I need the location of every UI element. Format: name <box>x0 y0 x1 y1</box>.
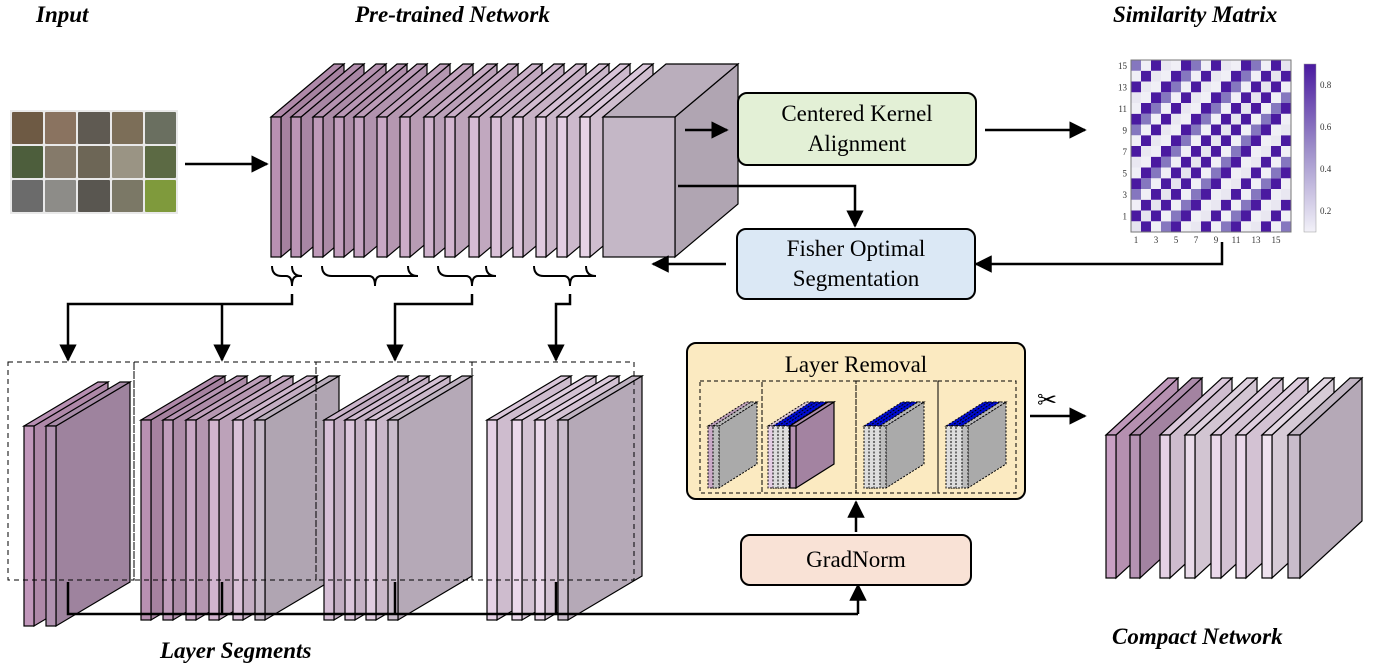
segment-brace <box>437 265 497 287</box>
cka-label-line2: Alignment <box>807 131 907 156</box>
heatmap-colorbar <box>1303 63 1317 233</box>
segment-layer <box>385 374 475 622</box>
compact-network-layers <box>1104 376 1364 580</box>
heatmap-y-tick: 1 <box>1123 212 1128 222</box>
heatmap-x-tick: 11 <box>1232 235 1241 245</box>
heatmap-x-tick: 7 <box>1194 235 1199 245</box>
heatmap-cells <box>1131 60 1291 232</box>
heatmap-x-tick: 9 <box>1214 235 1219 245</box>
pretrained-layer <box>601 62 740 259</box>
title-layer-segments: Layer Segments <box>160 638 312 663</box>
title-similarity-matrix: Similarity Matrix <box>1113 2 1278 27</box>
heatmap-x-tick: 5 <box>1174 235 1179 245</box>
cka-label-line1: Centered Kernel <box>781 101 933 126</box>
segment-layer <box>555 374 645 622</box>
segment-boxes <box>7 361 635 581</box>
arrow-network-to-fisher <box>678 184 864 228</box>
heatmap-y-tick: 9 <box>1123 126 1128 136</box>
arrow-brace4-to-seg4 <box>547 294 572 362</box>
heatmap-x-tick: 15 <box>1272 235 1282 245</box>
heatmap-x-tick: 13 <box>1252 235 1262 245</box>
segment-brace <box>271 265 303 287</box>
layer-removal-label: Layer Removal <box>784 352 928 377</box>
segment-layer <box>252 374 342 622</box>
segment-braces <box>271 265 597 287</box>
line-segments-bottom <box>66 582 858 616</box>
heatmap-y-tick: 15 <box>1118 61 1128 71</box>
heatmap-y-tick: 13 <box>1118 83 1128 93</box>
arrows <box>59 121 1224 616</box>
scissors-icon: ✂ <box>1037 388 1058 414</box>
colorbar-tick: 0.6 <box>1320 122 1332 132</box>
segment-box-1 <box>7 361 135 581</box>
heatmap-y-tick: 11 <box>1118 104 1127 114</box>
heatmap-y-tick: 3 <box>1123 190 1128 200</box>
compact-layer <box>1286 376 1364 580</box>
heatmap-y-tick: 7 <box>1123 147 1128 157</box>
gradnorm-box: GradNorm <box>740 534 972 586</box>
fisher-label-line1: Fisher Optimal <box>786 236 926 261</box>
heatmap-x-tick: 3 <box>1154 235 1159 245</box>
arrow-brace3-to-seg3 <box>386 294 474 362</box>
title-pretrained-network: Pre-trained Network <box>355 2 550 27</box>
segment-brace <box>533 265 597 287</box>
fisher-label-line2: Segmentation <box>792 266 920 291</box>
colorbar-tick: 0.8 <box>1320 80 1332 90</box>
input-image-grid <box>10 110 178 214</box>
layer-removal-box: Layer Removal <box>686 342 1026 500</box>
pretrained-network-layers <box>269 62 740 259</box>
segment-layer <box>43 380 133 628</box>
arrow-brace1-to-seg1 <box>59 294 294 362</box>
title-input: Input <box>36 2 89 27</box>
heatmap-y-tick: 5 <box>1123 169 1128 179</box>
gradnorm-label: GradNorm <box>806 547 906 572</box>
arrow-matrix-to-fisher <box>974 242 1224 273</box>
title-compact-network: Compact Network <box>1112 624 1283 649</box>
segment-layers <box>21 374 645 628</box>
colorbar-tick: 0.4 <box>1320 164 1332 174</box>
heatmap-x-tick: 1 <box>1134 235 1139 245</box>
segment-brace <box>321 265 419 287</box>
colorbar-tick: 0.2 <box>1320 206 1331 216</box>
segment-box-4 <box>471 361 635 581</box>
